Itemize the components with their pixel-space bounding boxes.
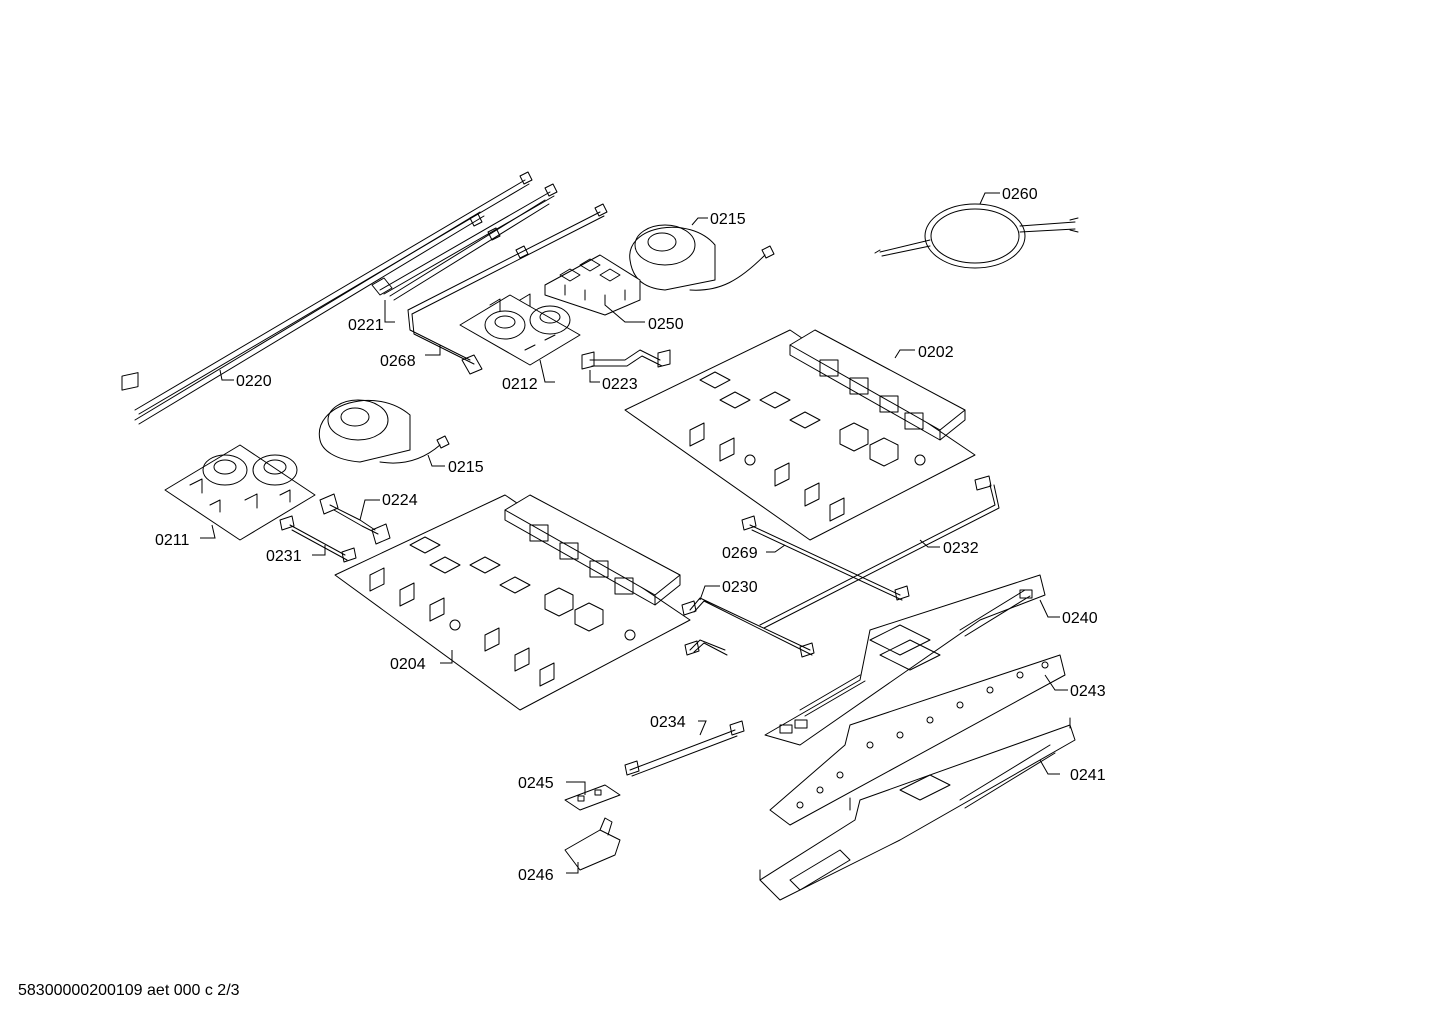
part-0223-cable	[581, 349, 671, 370]
label-0241: 0241	[1070, 767, 1106, 784]
label-0215-lower: 0215	[448, 459, 484, 476]
label-0231: 0231	[266, 548, 302, 565]
part-0269-cable	[741, 515, 910, 601]
part-0231-cable	[279, 515, 357, 563]
label-0221: 0221	[348, 317, 384, 334]
part-0211-filter-board	[164, 444, 316, 541]
part-0246-clip	[564, 817, 621, 871]
label-0246: 0246	[518, 867, 554, 884]
label-0202: 0202	[918, 344, 954, 361]
part-0230-cable	[681, 597, 815, 658]
label-0268: 0268	[380, 353, 416, 370]
part-0220-cable	[121, 171, 533, 425]
label-0269: 0269	[722, 545, 758, 562]
part-0202-power-board	[624, 329, 976, 541]
part-0204-power-board	[334, 494, 691, 711]
part-0245-small-board	[564, 784, 621, 811]
part-0232-cable	[759, 475, 1000, 629]
part-0215-fan-top	[629, 224, 775, 291]
label-0232: 0232	[943, 540, 979, 557]
part-0224-cable	[319, 493, 391, 545]
part-0250-relay-board	[544, 254, 641, 316]
part-0240-control-board	[764, 574, 1046, 746]
label-0223: 0223	[602, 376, 638, 393]
part-0221-cable	[371, 183, 558, 301]
label-0212: 0212	[502, 376, 538, 393]
document-footer-code: 58300000200109 aet 000 c 2/3	[18, 982, 240, 999]
part-0260-mains-cable	[874, 203, 1079, 269]
label-0204: 0204	[390, 656, 426, 673]
label-0245: 0245	[518, 775, 554, 792]
part-0212-filter-board	[459, 293, 581, 366]
label-0240: 0240	[1062, 610, 1098, 627]
part-0243-touch-board	[769, 654, 1066, 826]
label-0211: 0211	[155, 532, 190, 549]
label-0224: 0224	[382, 492, 418, 509]
part-0215-fan-lower	[318, 399, 450, 464]
label-0243: 0243	[1070, 683, 1106, 700]
label-0250: 0250	[648, 316, 684, 333]
label-0234: 0234	[650, 714, 686, 731]
part-0241-holder-frame	[759, 717, 1076, 901]
label-0260: 0260	[1002, 186, 1038, 203]
label-0230: 0230	[722, 579, 758, 596]
label-0220: 0220	[236, 373, 272, 390]
part-0234-cable	[624, 720, 745, 777]
label-0215-top: 0215	[710, 211, 746, 228]
part-0268-cable	[407, 203, 608, 375]
